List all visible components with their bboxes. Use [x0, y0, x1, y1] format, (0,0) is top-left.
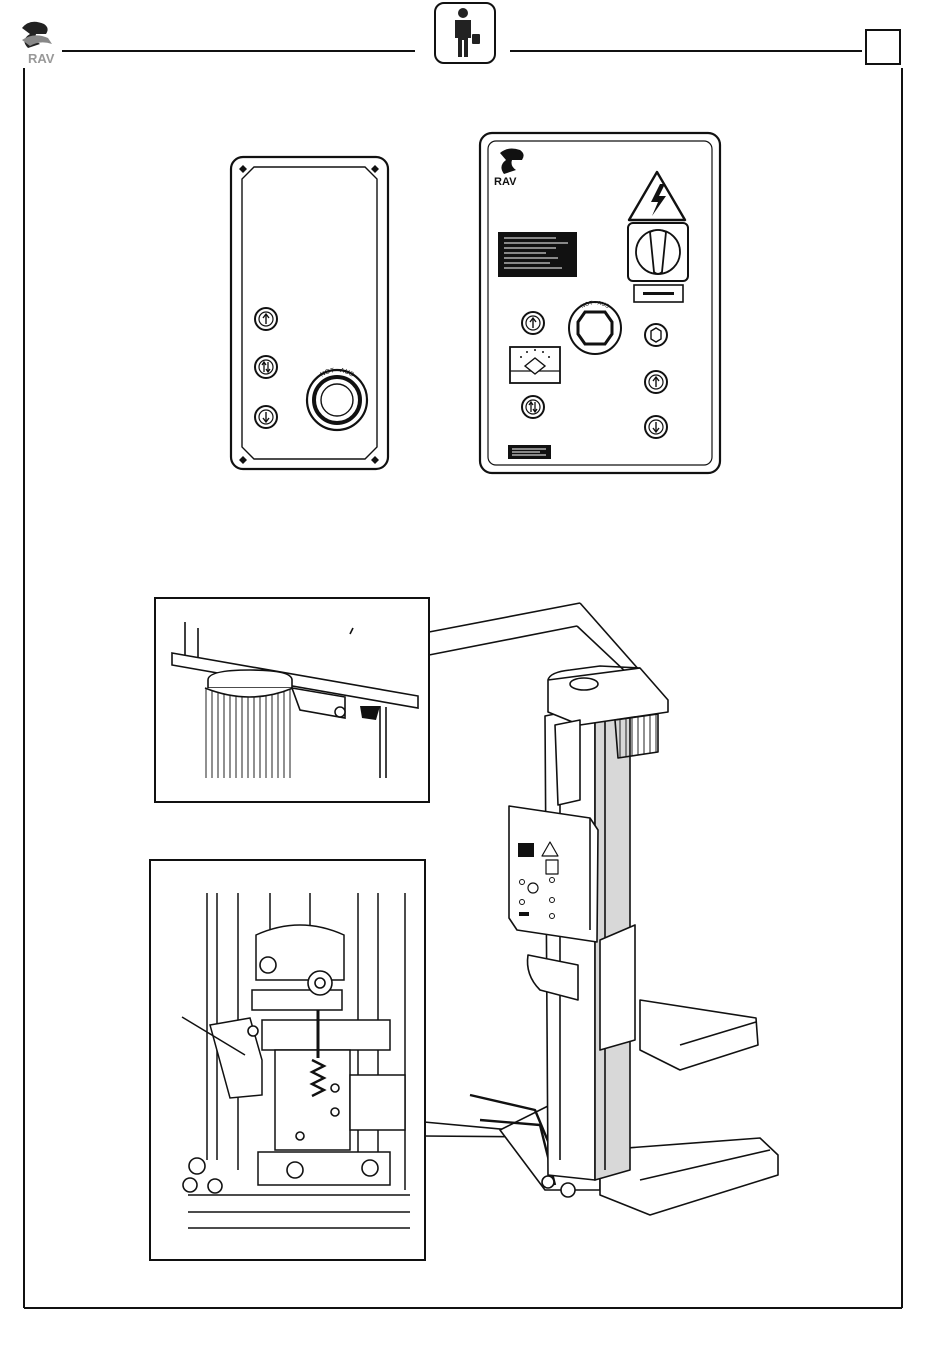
panel-brand-logo-text: RAV [494, 176, 517, 188]
panel-button-down [645, 416, 667, 438]
pendant-control-panel: NOT - AUS [231, 157, 388, 469]
brand-logo-text: RAV [28, 51, 55, 66]
pendant-button-up [255, 308, 277, 330]
page-number-box [866, 30, 900, 64]
gauge-icon [510, 347, 560, 383]
limit-switch-detail-illustration [150, 860, 425, 1260]
panel-emergency-stop-button: NOT - AUS [569, 300, 621, 354]
light-icon [651, 328, 661, 342]
instruction-label-plate [498, 232, 577, 277]
brand-logo: RAV [22, 22, 55, 66]
panel-button-dual [522, 396, 544, 418]
small-label-plate [508, 445, 551, 459]
motor-detail-illustration [155, 598, 429, 802]
column-lift-illustration [470, 666, 778, 1215]
panel-button-up-2 [645, 371, 667, 393]
panel-indicator-light [645, 324, 667, 346]
operator-badge [435, 3, 495, 63]
main-switch-icon [628, 223, 688, 302]
main-control-panel: RAV [480, 133, 720, 473]
pendant-button-down [255, 406, 277, 428]
panel-button-up [522, 312, 544, 334]
pendant-button-dual [255, 356, 277, 378]
